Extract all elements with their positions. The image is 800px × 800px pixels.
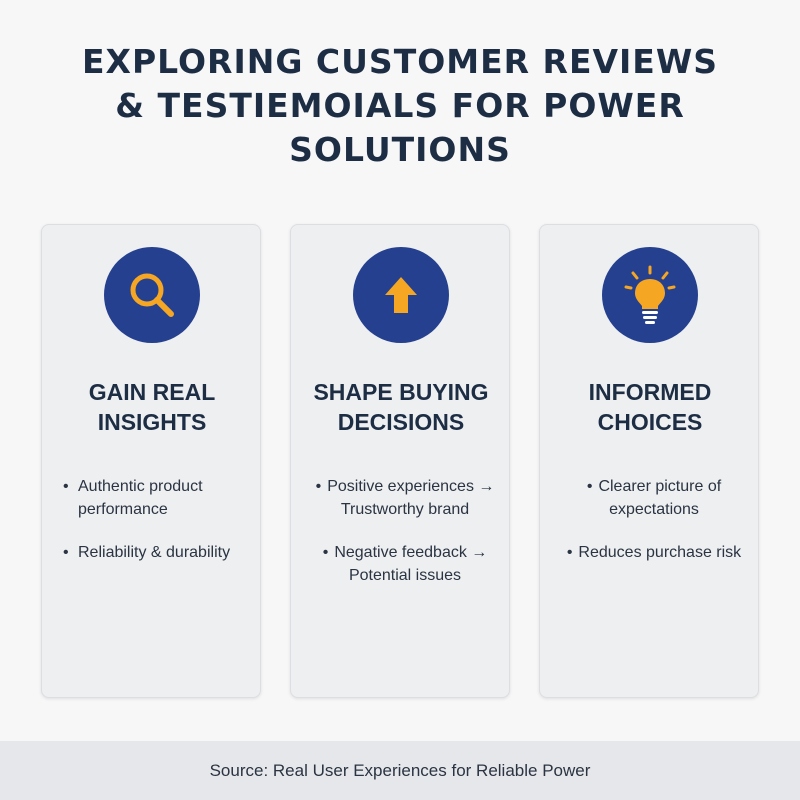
bullet-text-line-1: Reduces purchase risk [578,544,742,561]
card-heading-line-1: INFORMED [588,379,712,405]
bullet-dot: • [315,478,322,495]
bullet-dot: • [566,544,573,561]
card-heading-line-2: CHOICES [597,409,703,435]
bullet-text-line-1: Authentic product [78,478,203,495]
title-line-2: & TESTIEMOIALS FOR POWER [115,86,685,125]
bullet-list: • Positive experiences → Trustworthy bran… [307,475,503,607]
title-line-1: EXPLORING CUSTOMER REVIEWS [81,42,719,81]
card-gain-real-insights: GAIN REAL INSIGHTS • Authentic product p… [41,224,261,698]
up-arrow-icon [353,247,449,343]
page-title: EXPLORING CUSTOMER REVIEWS & TESTIEMOIAL… [40,40,760,172]
bullet-item: • Reduces purchase risk [556,541,752,564]
bullet-item: • Reliability & durability [58,541,254,564]
bullet-item: • Authentic product performance [58,475,254,521]
bullet-list: • Clearer picture of expectations • Reduce… [556,475,752,584]
bullet-dot: • [586,478,593,495]
source-footer: Source: Real User Experiences for Reliab… [0,741,800,800]
card-heading-line-1: GAIN REAL [88,379,216,405]
bullet-text-line-2: Potential issues [348,567,462,584]
bullet-text-line-1: Positive experiences → [327,478,495,495]
bullet-text-line-1: Clearer picture of [598,478,722,495]
card-heading: SHAPE BUYING DECISIONS [301,377,501,437]
card-shape-buying-decisions: SHAPE BUYING DECISIONS • Positive experie… [290,224,510,698]
magnifying-glass-icon [104,247,200,343]
bullet-item: • Negative feedback → Potential issues [307,541,503,587]
card-heading-line-2: DECISIONS [337,409,465,435]
card-heading: GAIN REAL INSIGHTS [52,377,252,437]
card-heading-line-2: INSIGHTS [97,409,207,435]
source-text: Source: Real User Experiences for Reliab… [209,760,591,780]
title-line-3: SOLUTIONS [289,130,511,169]
bullet-dot: • [63,544,69,561]
bullet-text-line-1: Negative feedback → [334,544,488,561]
bullet-item: • Clearer picture of expectations [556,475,752,521]
bullet-text-line-1: Reliability & durability [78,544,231,561]
bullet-dot: • [322,544,329,561]
card-informed-choices: INFORMED CHOICES • Clearer picture of exp… [539,224,759,698]
bullet-text-line-2: performance [78,501,168,518]
card-heading-line-1: SHAPE BUYING [313,379,489,405]
bullet-text-line-2: Trustworthy brand [340,501,470,518]
bullet-list: • Authentic product performance • Reliab… [58,475,254,584]
bullet-dot: • [63,478,69,495]
bullet-item: • Positive experiences → Trustworthy bran… [307,475,503,521]
lightbulb-icon [602,247,698,343]
card-heading: INFORMED CHOICES [550,377,750,437]
bullet-text-line-2: expectations [609,501,699,518]
